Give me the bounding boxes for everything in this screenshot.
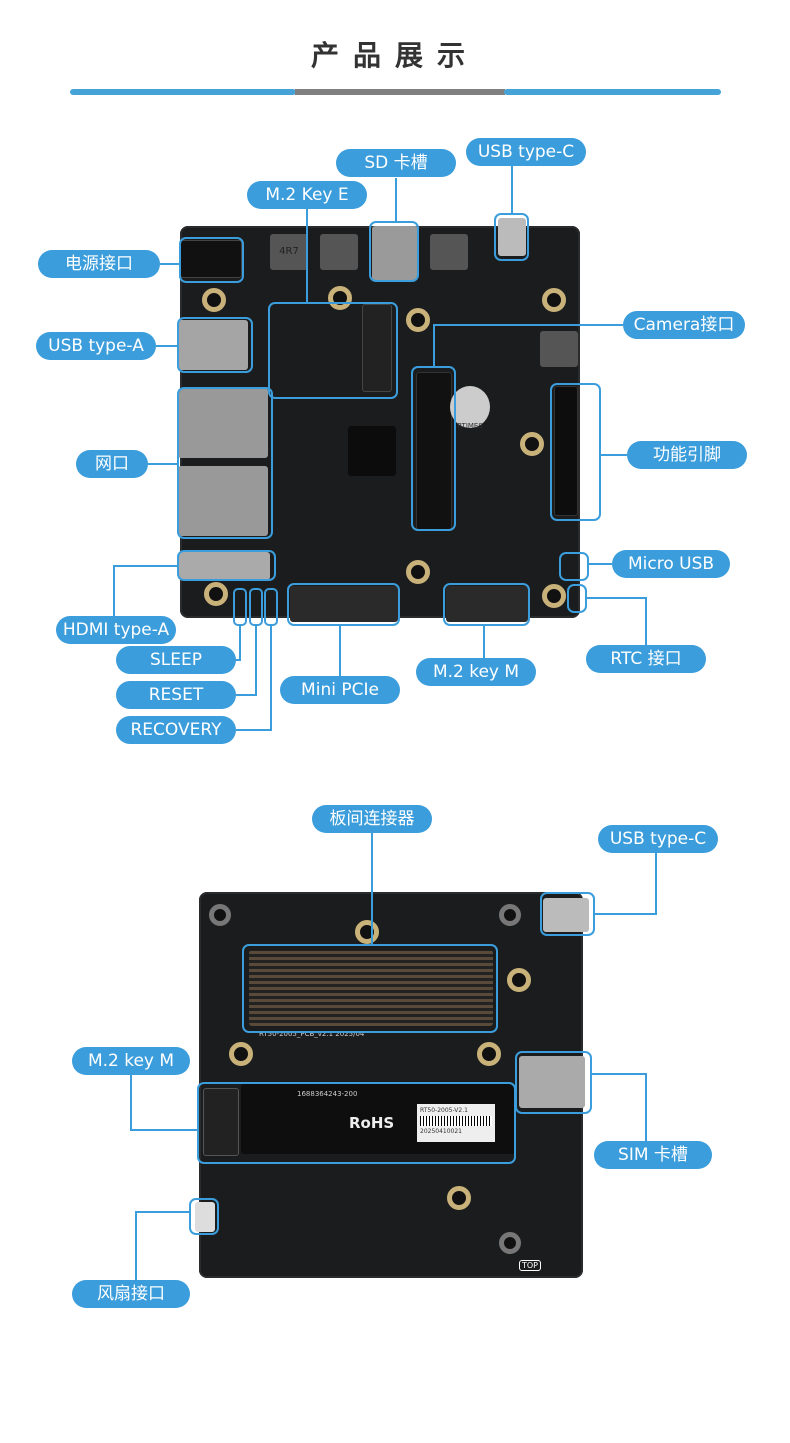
barcode [420,1116,492,1126]
sim-slot [519,1056,585,1108]
inductor [430,234,468,270]
mount-hole [328,286,352,310]
label-ethernet: 网口 [76,450,148,478]
mount-hole [229,1042,253,1066]
mount-hole [406,308,430,332]
fan-connector [195,1202,215,1232]
board-bottom-view: RT50-2005_PCB_v2.1 2025/04 1688364243-20… [195,892,589,1278]
sd-slot [372,226,418,280]
label-m2-key-e: M.2 Key E [247,181,367,209]
m2-e-slot [362,304,392,392]
product-sticker: RT50-2005-V2.1 20250410021 [417,1104,495,1142]
mini-pcie-slot [290,586,398,622]
label-usb-c: USB type-C [466,138,586,166]
serial-number: 20250410021 [420,1128,462,1135]
sticker-label: RT50-2005-V2.1 [420,1107,468,1114]
label-fan: 风扇接口 [72,1280,190,1308]
mount-hole [520,432,544,456]
usb-c-port [543,898,589,932]
soc-chip [348,426,396,476]
ssd-module: 1688364243-200 RoHS RT50-2005-V2.1 20250… [241,1084,515,1154]
ethernet-port [178,466,268,536]
label-usb-c-bottom: USB type-C [598,825,718,853]
top-marker: TOP [519,1260,542,1271]
mount-hole [499,1232,521,1254]
label-sleep: SLEEP [116,646,236,674]
inductor: 4R7 [270,234,308,270]
ethernet-port [178,388,268,458]
label-mini-pcie: Mini PCIe [280,676,400,704]
usb-c-port [498,218,526,256]
label-rtc: RTC 接口 [586,645,706,673]
b2b-connector [249,950,493,1026]
mount-hole [202,288,226,312]
label-sd-slot: SD 卡槽 [336,149,456,177]
mount-hole [204,582,228,606]
divider-right [504,89,721,95]
mount-hole [507,968,531,992]
label-usb-a: USB type-A [36,332,156,360]
page-title: 产品展示 [310,39,479,72]
usb-a-port [178,320,248,370]
mount-hole [406,560,430,584]
pcb-marking: RT50-2005_PCB_v2.1 2025/04 [259,1030,365,1038]
power-jack [180,240,242,278]
camera-connector [416,372,452,530]
label-recovery: RECOVERY [116,716,236,744]
label-camera: Camera接口 [623,311,745,339]
m2-m-slot [446,586,528,622]
label-reset: RESET [116,681,236,709]
sticker-code: 1688364243-200 [297,1090,358,1098]
divider-middle [295,89,505,95]
rohs-mark: RoHS [349,1114,395,1132]
mount-hole [447,1186,471,1210]
inductor [540,331,578,367]
logo-mark: RTIMES [450,386,490,430]
label-m2-key-m-bottom: M.2 key M [72,1047,190,1075]
label-micro-usb: Micro USB [612,550,730,578]
inductor [320,234,358,270]
mount-hole [542,584,566,608]
label-hdmi: HDMI type-A [56,616,176,644]
hdmi-port [178,552,270,580]
label-gpio: 功能引脚 [627,441,747,469]
mount-hole [477,1042,501,1066]
label-m2-key-m: M.2 key M [416,658,536,686]
mount-hole [355,920,379,944]
mount-hole [499,904,521,926]
m2-m-slot [203,1088,239,1156]
board-top-view: 4R7 RTIMES [178,218,580,622]
divider-left [70,89,296,95]
label-b2b-connector: 板间连接器 [312,805,432,833]
mount-hole [542,288,566,312]
gpio-header [554,386,578,516]
label-power: 电源接口 [38,250,160,278]
mount-hole [209,904,231,926]
label-sim-slot: SIM 卡槽 [594,1141,712,1169]
